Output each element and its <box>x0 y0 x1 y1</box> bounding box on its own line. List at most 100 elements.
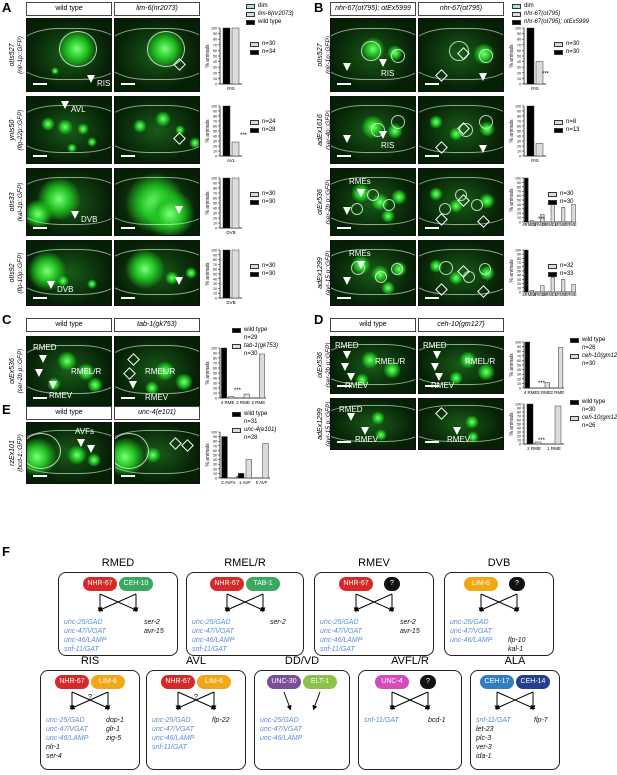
x-tick-label: 2RMEs <box>543 222 557 227</box>
y-tick-label: 70 <box>517 190 521 194</box>
y-tick-label: 50 <box>213 372 217 376</box>
cell-title: RMEV <box>358 557 390 569</box>
cell-title: RMED <box>101 557 135 569</box>
micrograph-e-wt-body-outline <box>27 430 111 474</box>
bar <box>526 403 534 445</box>
y-tick-label: 10 <box>213 472 217 476</box>
micrograph-a-mut-2-body-outline <box>115 177 199 225</box>
row-label-a1: ynIs50(flp-22p::GFP) <box>8 96 24 164</box>
y-tick-label: 80 <box>517 411 521 415</box>
y-tick-label: 70 <box>213 263 217 267</box>
x-tick-label: 3RMEs <box>533 222 547 227</box>
y-axis-label: % animals <box>509 259 515 283</box>
x-tick-label: DVB <box>226 300 235 305</box>
y-tick-label: 90 <box>213 435 217 439</box>
legend-label: dim <box>524 3 534 9</box>
y-tick-label: 30 <box>517 373 521 377</box>
target-gene: dop-1 <box>106 717 124 724</box>
y-axis-label: % animals <box>205 191 211 215</box>
uncertain-mark: ? <box>88 694 92 701</box>
target-gene-gaba: unc-25/GAD <box>64 619 103 626</box>
filled-arrowhead-icon <box>39 355 47 363</box>
target-gene-gaba: snf-11/GAT <box>320 646 355 653</box>
x-tick-label: 2RMEs <box>543 292 557 297</box>
y-tick-label: 40 <box>517 135 521 139</box>
target-gene: ver-3 <box>476 744 492 751</box>
n-count: n=30 <box>262 271 276 277</box>
filled-arrowhead-icon <box>71 211 79 219</box>
y-tick-label: 60 <box>213 125 217 129</box>
legend-item: wild type <box>570 336 617 344</box>
y-tick-label: 80 <box>517 38 521 42</box>
target-gene: let-23 <box>476 726 494 733</box>
legend-label: n=30 <box>244 351 258 357</box>
row-label-a2-svg: otIs33(kal-1p::GFP) <box>9 182 24 221</box>
row-label-b1: adEx1616(ser-4p::GFP) <box>316 96 332 164</box>
filled-arrowhead-icon <box>343 277 351 285</box>
y-axis-label: % animals <box>509 412 515 436</box>
transcription-factor: LIM-6 <box>197 675 231 689</box>
bar <box>222 249 231 299</box>
n-count: n=30 <box>262 41 276 47</box>
micrograph-b-mutant-2-nucleus-outline <box>455 189 467 201</box>
significance-stars: *** <box>240 133 248 139</box>
target-gene: kal-1 <box>508 646 524 653</box>
micrograph-b-rescue-1-nucleus-outline <box>371 123 385 137</box>
y-tick-label: 50 <box>213 454 217 458</box>
bar <box>529 220 534 223</box>
scale-bar <box>425 83 439 85</box>
x-tick-label: 1 RME <box>547 446 561 451</box>
x-tick-label: 2 RME <box>550 390 564 395</box>
y-tick-label: 90 <box>517 110 521 114</box>
y-tick-label: 80 <box>517 115 521 119</box>
y-tick-label: 0 <box>519 221 521 225</box>
row-label-b2: otEx536(ser-2b p::GFP) <box>316 168 332 236</box>
legend-label: n=30 <box>582 361 596 367</box>
n-count: n=30 <box>560 199 574 205</box>
micrograph-a-mut-0-body-outline <box>115 27 199 80</box>
bar <box>245 459 252 479</box>
target-gene-gaba: snf-11/GAT <box>64 646 99 653</box>
legend-label: ceh-10(gm127) <box>582 353 617 359</box>
y-tick-label: 90 <box>213 182 217 186</box>
cell-label: DVB <box>57 285 74 294</box>
legend-swatch <box>554 128 563 133</box>
header-d-wildtype: wild type <box>330 318 416 332</box>
legend-label: n=29 <box>244 335 258 341</box>
micrograph-a-wt-1-body-outline <box>27 105 111 153</box>
y-tick-label: 20 <box>213 387 217 391</box>
micrograph-b-rescue-3: RMEs <box>330 240 416 306</box>
cell-label: RIS <box>381 69 395 78</box>
y-tick-label: 0 <box>519 155 521 159</box>
micrograph-a-mut-1-body-outline <box>115 105 199 153</box>
y-tick-label: 10 <box>213 292 217 296</box>
y-tick-label: 90 <box>517 32 521 36</box>
reporter-name: ynIs50 <box>9 120 16 142</box>
header-d-mutant: ceh-10(gm127) <box>418 318 504 332</box>
promoter-name: (bcd-1::GFP) <box>17 434 24 472</box>
transcription-factor: CEH-14 <box>516 675 550 689</box>
y-tick-label: 80 <box>213 357 217 361</box>
legend-swatch <box>246 19 255 25</box>
y-tick-label: 20 <box>213 145 217 149</box>
legend-swatch <box>512 11 521 17</box>
filled-arrowhead-icon <box>35 369 43 377</box>
target-gene-gaba: unc-25/GAD <box>320 619 359 626</box>
legend-swatch <box>548 272 557 277</box>
legend-item: unc-4(e101) <box>232 426 276 434</box>
reporter-name: otEx536 <box>9 358 16 384</box>
y-tick-label: 30 <box>517 207 521 211</box>
filled-arrowhead-icon <box>61 101 69 109</box>
filled-arrowhead-icon <box>343 63 351 71</box>
promoter-name: (ser-2b p::GFP) <box>325 342 332 387</box>
bar <box>222 105 231 157</box>
filled-arrowhead-icon <box>347 413 355 421</box>
target-gene-gaba: unc-46/LAMP <box>450 637 493 644</box>
bar <box>534 441 542 445</box>
scale-bar <box>33 155 47 157</box>
y-tick-label: 60 <box>213 449 217 453</box>
regulation-arrows <box>97 593 139 613</box>
